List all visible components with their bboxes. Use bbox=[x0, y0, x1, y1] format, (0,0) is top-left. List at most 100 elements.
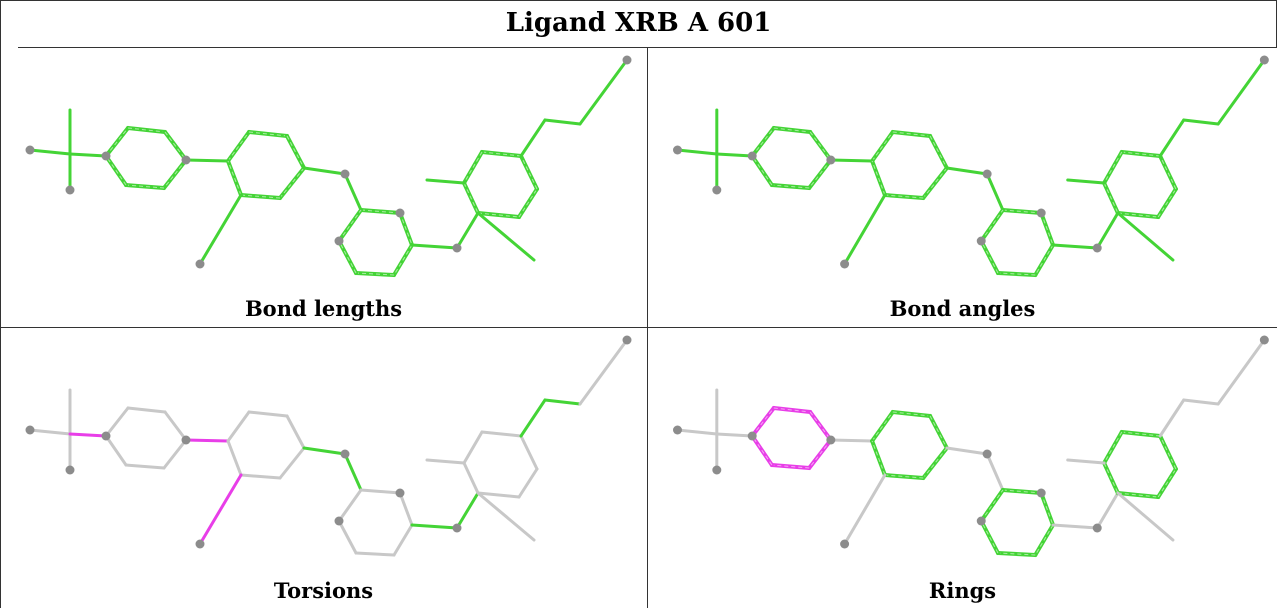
bond-highlight-r2a-r2b bbox=[227, 131, 250, 162]
bond-o2-r4a bbox=[1095, 211, 1120, 250]
bond-o1-r3a bbox=[343, 452, 363, 492]
bond-highlight-r2d-r2e bbox=[922, 167, 948, 199]
bond-r1d-r2a bbox=[184, 158, 230, 163]
atom-r3b bbox=[1036, 488, 1046, 498]
atom-m2 bbox=[712, 185, 722, 195]
bond-highlight-r1d-r1e bbox=[808, 159, 832, 189]
bond-highlight-r3f-r3a bbox=[980, 209, 1004, 242]
bond-highlight-r4c-r4d bbox=[1159, 435, 1177, 470]
bond-highlight-r3d-r3e bbox=[997, 272, 1036, 276]
bond-highlight-r3b-r3c bbox=[399, 212, 413, 246]
bond-r3a-r3b bbox=[359, 208, 402, 215]
bond-r4a-me2 bbox=[476, 491, 536, 542]
bond-e1-e2 bbox=[1182, 118, 1220, 126]
bond-r2d-o1 bbox=[302, 166, 347, 176]
atom-r3f bbox=[976, 236, 986, 246]
bond-highlight-r1a-r1b bbox=[105, 127, 129, 157]
bond-r4e-r4f bbox=[462, 430, 484, 465]
bond-r1b-r1c bbox=[126, 406, 167, 414]
bond-r2f-ch3 bbox=[843, 473, 887, 546]
bond-r4f-r4a bbox=[462, 461, 480, 495]
bond-highlight-r2a-r2b bbox=[871, 131, 894, 162]
atom-r1d bbox=[181, 435, 191, 445]
bond-r4b-r4c bbox=[517, 467, 539, 499]
bond-highlight-r2f-r2a bbox=[871, 440, 886, 476]
bond-highlight-r4b-r4c bbox=[1157, 188, 1177, 218]
bond-r4d-r4e bbox=[1119, 430, 1163, 438]
atom-o2 bbox=[1092, 523, 1102, 533]
bond-highlight-r1d-r1e bbox=[808, 439, 832, 469]
bond-tb-r1a bbox=[68, 152, 108, 158]
bond-highlight-r3c-r3d bbox=[1034, 244, 1054, 276]
atom-o2 bbox=[452, 523, 462, 533]
bond-r3c-o2 bbox=[410, 243, 459, 250]
bond-r4f-me1 bbox=[1066, 178, 1106, 185]
bond-r1c-r1d bbox=[163, 410, 188, 442]
caption-bond-angles: Bond angles bbox=[889, 296, 1036, 321]
bond-r3b-r3c bbox=[398, 491, 414, 527]
atom-a0 bbox=[25, 425, 35, 435]
bond-highlight-r1f-r1a bbox=[751, 435, 773, 466]
bond-r4f-me1 bbox=[425, 458, 466, 465]
bond-highlight-r1f-r1a bbox=[751, 155, 773, 186]
bond-highlight-r1e-r1f bbox=[771, 184, 810, 189]
bond-tb-r1a bbox=[68, 432, 108, 438]
bond-highlight-r2c-r2d bbox=[286, 135, 305, 169]
bond-r2d-o1 bbox=[302, 446, 347, 456]
bond-a0-tb bbox=[28, 428, 72, 436]
bond-highlight-r1c-r1d bbox=[809, 131, 832, 161]
bond-highlight-r1a-r1b bbox=[751, 407, 775, 437]
bond-r4a-r4b bbox=[1115, 211, 1161, 219]
atom-e3 bbox=[1259, 335, 1269, 345]
atom-a0 bbox=[672, 425, 682, 435]
bond-tb-r1a bbox=[715, 152, 754, 158]
bond-r4a-r4b bbox=[476, 491, 521, 499]
atom-ch3 bbox=[195, 539, 205, 549]
bond-r4d-e1 bbox=[519, 398, 547, 438]
bond-r1d-r2a bbox=[829, 438, 874, 443]
title-divider bbox=[18, 47, 1277, 48]
bond-r3d-r3e bbox=[354, 551, 396, 557]
bond-r4f-me1 bbox=[1066, 458, 1106, 465]
bond-highlight-r1f-r1a bbox=[105, 155, 127, 186]
bond-e1-e2 bbox=[1182, 398, 1220, 406]
bond-highlight-r1b-r1c bbox=[127, 127, 166, 133]
bond-highlight-r4b-r4c bbox=[1157, 468, 1177, 498]
bond-r1d-r2a bbox=[829, 158, 874, 163]
bond-highlight-r4f-r4a bbox=[463, 182, 479, 214]
border-top bbox=[0, 0, 1277, 1]
bond-r2e-r2f bbox=[882, 473, 926, 480]
bond-highlight-r1e-r1f bbox=[125, 184, 165, 189]
atom-r1a bbox=[747, 151, 757, 161]
bond-highlight-r3e-r3f bbox=[338, 240, 357, 274]
bond-highlight-r2d-r2e bbox=[922, 447, 948, 479]
bond-r4d-r4e bbox=[480, 430, 523, 438]
bond-r1e-r1f bbox=[124, 463, 166, 470]
figure-title: Ligand XRB A 601 bbox=[505, 8, 772, 38]
row-divider bbox=[0, 327, 1277, 328]
column-divider bbox=[647, 48, 648, 608]
bond-highlight-r4c-r4d bbox=[520, 155, 538, 190]
bond-o2-r4a bbox=[455, 491, 480, 530]
atom-e3 bbox=[1259, 55, 1269, 65]
atom-ch3 bbox=[195, 259, 205, 269]
bond-r3c-r3d bbox=[392, 523, 414, 557]
bond-highlight-r1a-r1b bbox=[751, 127, 775, 157]
atom-e3 bbox=[622, 335, 632, 345]
bond-a0-tb bbox=[675, 428, 719, 436]
bond-r4d-r4e bbox=[1119, 150, 1163, 158]
bond-r2e-r2f bbox=[239, 193, 282, 200]
bond-e1-e2 bbox=[543, 398, 582, 406]
bond-highlight-r2b-r2c bbox=[892, 411, 931, 417]
bond-tb-r1a bbox=[715, 432, 754, 438]
caption-torsions: Torsions bbox=[273, 578, 374, 603]
bond-r3c-o2 bbox=[1051, 523, 1099, 530]
atom-ch3 bbox=[840, 259, 850, 269]
bond-r3c-o2 bbox=[410, 523, 459, 530]
bond-r2b-r2c bbox=[247, 130, 289, 138]
bond-e2-e3 bbox=[1216, 58, 1266, 126]
bond-r4f-me1 bbox=[425, 178, 466, 185]
bond-r2d-r2e bbox=[921, 446, 949, 480]
bond-r2d-o1 bbox=[945, 166, 989, 176]
